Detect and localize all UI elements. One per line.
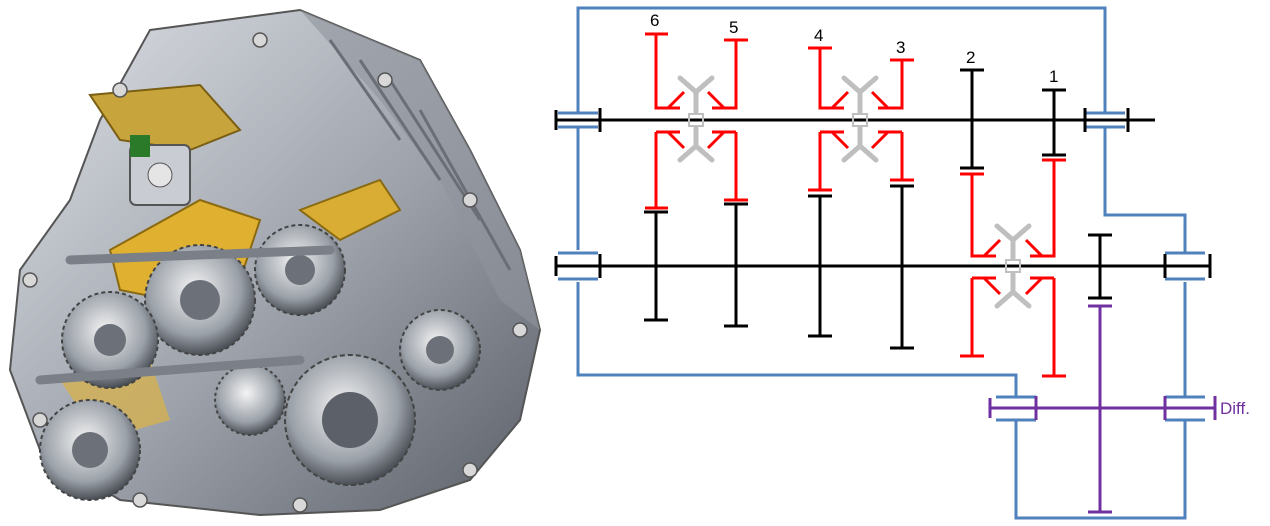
housing-outline bbox=[576, 6, 1187, 520]
fixed-gears-upper bbox=[960, 68, 1066, 170]
gearbox-illustration bbox=[8, 8, 542, 517]
housing-bolts bbox=[22, 32, 528, 513]
synchro-red-upper bbox=[666, 90, 890, 150]
bearing bbox=[996, 395, 1036, 422]
gear-label-4: 4 bbox=[814, 26, 823, 45]
gear-label-3: 3 bbox=[896, 38, 905, 57]
bearing bbox=[558, 251, 598, 281]
shift-fork bbox=[297, 178, 402, 242]
shift-fork bbox=[88, 83, 242, 152]
bearing bbox=[1165, 251, 1205, 281]
gear-label-2: 2 bbox=[966, 48, 975, 67]
differential bbox=[988, 304, 1217, 514]
output-shaft bbox=[554, 254, 1212, 278]
gear-label-6: 6 bbox=[650, 11, 659, 30]
bearings bbox=[558, 111, 1205, 422]
synchro-lower bbox=[994, 223, 1032, 309]
fixed-gears-lower bbox=[644, 184, 1112, 350]
bearing bbox=[1165, 395, 1205, 422]
gear-set bbox=[39, 224, 481, 501]
loose-gears-lower bbox=[960, 158, 1066, 378]
gear-label-5: 5 bbox=[729, 18, 738, 37]
gear-label-1: 1 bbox=[1049, 67, 1058, 86]
bearing bbox=[1085, 111, 1125, 129]
shafts bbox=[35, 245, 335, 385]
input-shaft bbox=[554, 108, 1155, 132]
bearing bbox=[558, 111, 598, 129]
diff-label: Diff. bbox=[1220, 399, 1250, 418]
gearbox-schematic: 6 5 4 3 2 1 Diff. bbox=[554, 6, 1250, 520]
synchro-upper bbox=[677, 75, 879, 163]
